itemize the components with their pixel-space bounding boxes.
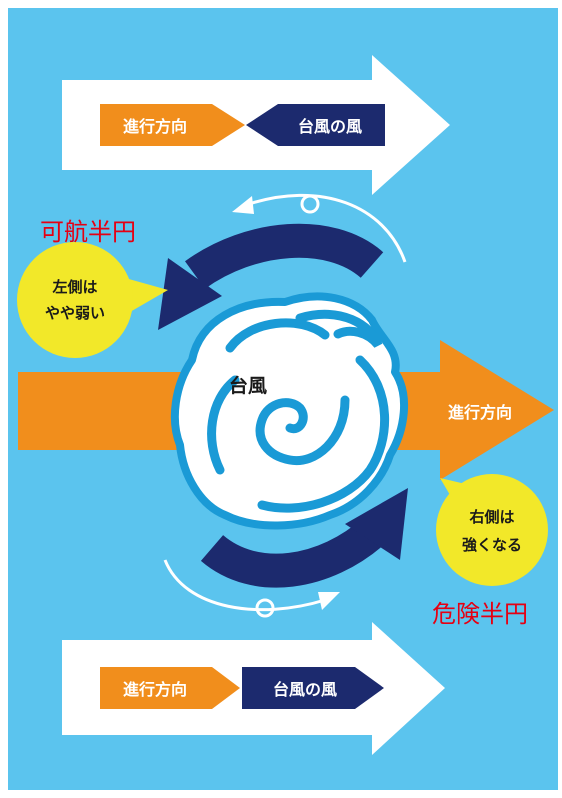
bottom-wind-label: 台風の風 — [273, 680, 337, 699]
bottom-direction-orange-arrow — [100, 667, 240, 709]
navigable-semicircle-title: 可航半円 — [40, 218, 136, 246]
left-bubble-line1: 左側は — [51, 278, 97, 296]
right-bubble-line1: 右側は — [469, 508, 514, 526]
left-navy-arrowhead — [158, 258, 222, 330]
right-speech-bubble: 右側は 強くなる — [436, 474, 548, 586]
top-direction-label: 進行方向 — [123, 117, 187, 136]
top-thin-arrowhead — [232, 196, 254, 214]
right-bubble-line2: 強くなる — [462, 536, 522, 554]
bottom-wind-circle-icon — [255, 598, 275, 618]
right-navy-wind-arrow — [200, 488, 408, 588]
left-navy-curve — [185, 223, 384, 290]
left-bubble-line2: やや弱い — [45, 304, 105, 322]
typhoon-body — [170, 292, 409, 530]
typhoon-left-band — [207, 375, 240, 475]
top-wind-label: 台風の風 — [298, 117, 362, 136]
bottom-direction-label: 進行方向 — [123, 680, 187, 699]
right-bubble-circle — [436, 474, 548, 586]
typhoon-swirl: 台風 — [170, 292, 409, 530]
bottom-wind-curve — [163, 559, 340, 618]
left-bubble-tail — [125, 278, 168, 312]
bottom-thin-arrowhead — [318, 592, 340, 610]
top-thin-curve — [245, 193, 407, 263]
top-wind-curve — [232, 193, 407, 263]
typhoon-upper-band — [295, 309, 383, 349]
typhoon-top-band — [225, 318, 330, 353]
typhoon-label: 台風 — [229, 374, 267, 397]
left-speech-bubble: 左側は やや弱い — [17, 242, 168, 358]
bottom-wind-navy-arrow — [242, 667, 384, 709]
typhoon-right-band — [257, 355, 389, 513]
top-direction-orange-arrow — [100, 104, 245, 146]
top-direction-panel: 進行方向 台風の風 — [62, 55, 450, 195]
bottom-direction-panel: 進行方向 台風の風 — [62, 622, 445, 755]
top-wind-circle-icon — [300, 194, 320, 214]
typhoon-eye-spiral — [255, 395, 350, 466]
right-navy-curve — [200, 517, 387, 588]
bottom-thin-curve — [163, 559, 326, 612]
left-navy-wind-arrow — [158, 223, 384, 330]
dangerous-semicircle-title: 危険半円 — [432, 600, 528, 628]
right-navy-arrowhead — [345, 488, 408, 560]
left-bubble-circle — [17, 242, 133, 358]
main-direction-label: 進行方向 — [448, 403, 512, 422]
top-wind-navy-arrow — [246, 104, 385, 146]
